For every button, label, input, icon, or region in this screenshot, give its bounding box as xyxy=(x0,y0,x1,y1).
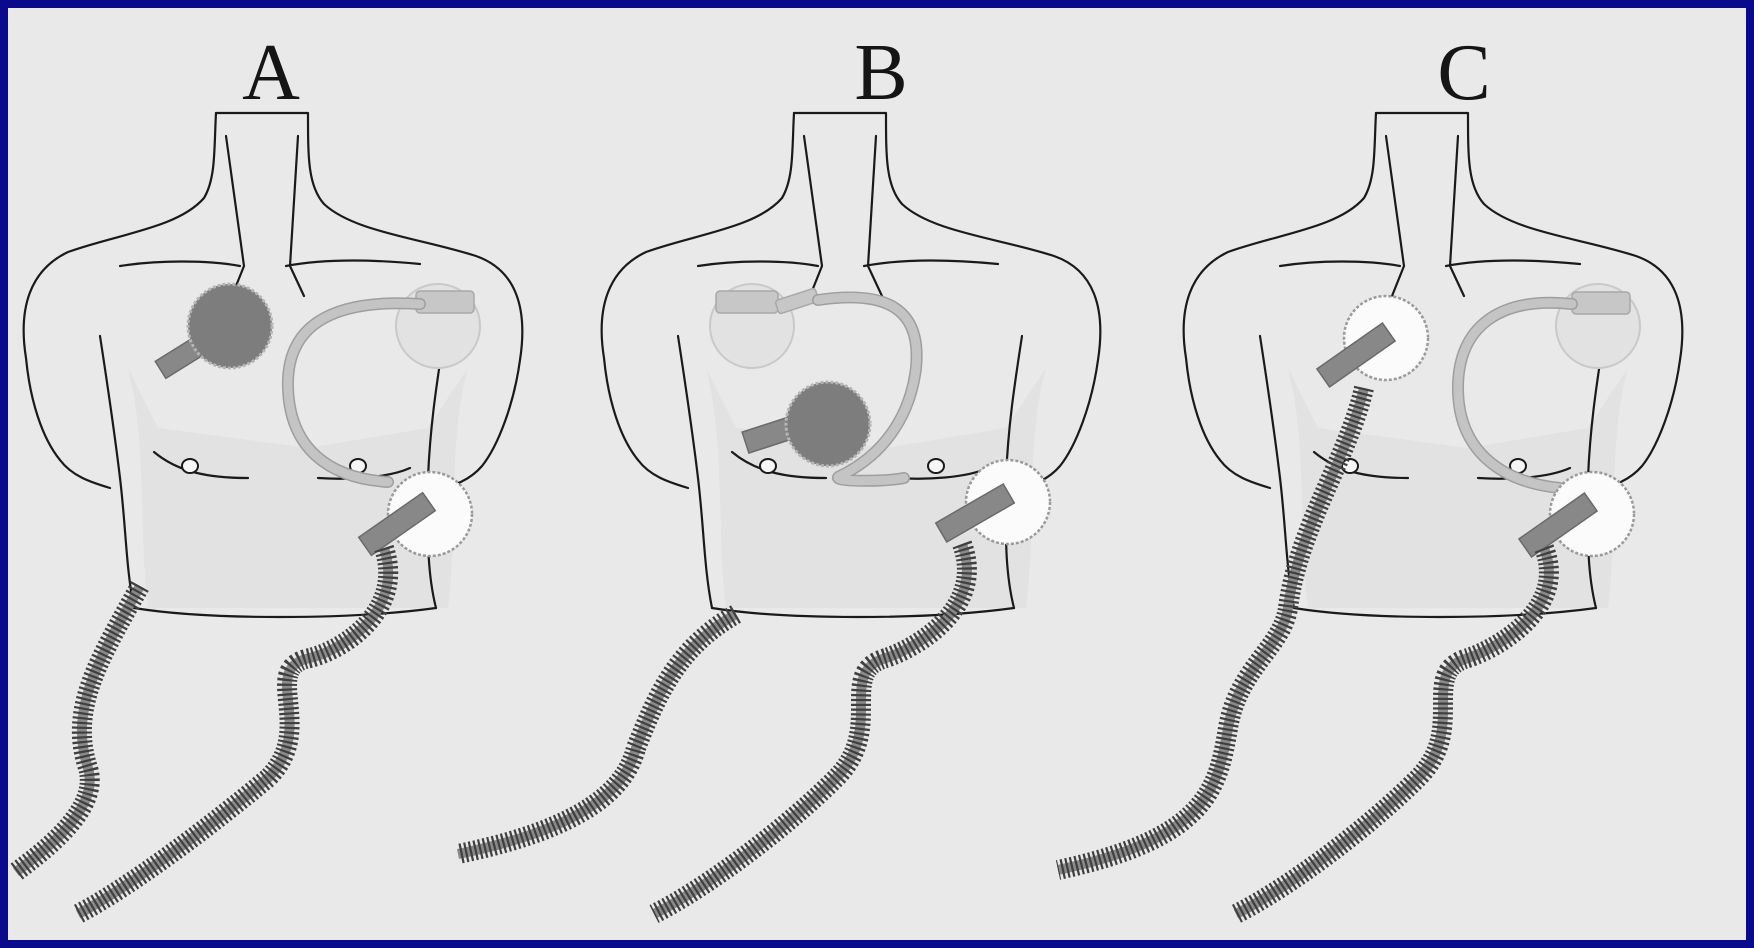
panel-b-torso xyxy=(602,113,1101,617)
diagram-canvas: A B xyxy=(8,8,1746,940)
panel-a-hose-left xyxy=(16,586,140,872)
panel-a-dark-port xyxy=(155,284,272,378)
figure-frame: A B xyxy=(8,8,1746,940)
panel-c-pump-pocket xyxy=(1556,284,1640,368)
panel-c-label: C xyxy=(1437,29,1490,117)
panel-c: C xyxy=(1058,29,1682,914)
panel-a-pump-pocket xyxy=(396,284,480,368)
panel-c-white-port-upper xyxy=(1317,296,1428,387)
panel-a-label: A xyxy=(242,29,300,117)
panel-a: A xyxy=(16,29,522,914)
panel-b-pump-pocket xyxy=(710,284,819,368)
panel-b-label: B xyxy=(854,29,907,117)
panel-b: B xyxy=(458,29,1100,914)
panel-b-hose-left xyxy=(458,614,736,854)
